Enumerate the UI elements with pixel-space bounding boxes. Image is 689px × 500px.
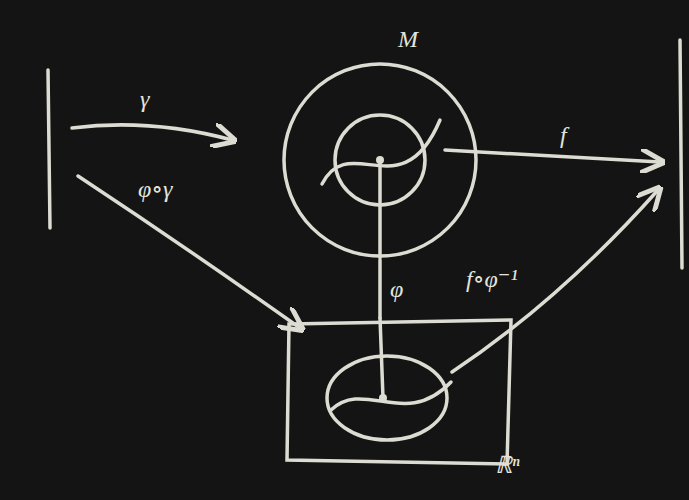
node-label: M (398, 26, 418, 52)
inverse-arrow (452, 190, 658, 372)
composite-arrow (78, 176, 300, 328)
chart-map-line (378, 260, 382, 318)
chart-square: ℝⁿ (285, 318, 515, 468)
chart-outline (285, 318, 515, 468)
edge-label: φ (390, 276, 403, 302)
map-label: f (560, 122, 567, 148)
gamma-arrow (72, 125, 232, 140)
manifold-outline (280, 60, 480, 260)
manifold-disk: M (280, 60, 480, 260)
node-label: ℝⁿ (495, 452, 520, 478)
map-label: f∘φ⁻¹ (466, 266, 518, 292)
map-label: φ∘γ (138, 176, 173, 202)
real-line (680, 40, 682, 268)
map-label: γ (140, 86, 149, 112)
interval-line (48, 70, 50, 228)
